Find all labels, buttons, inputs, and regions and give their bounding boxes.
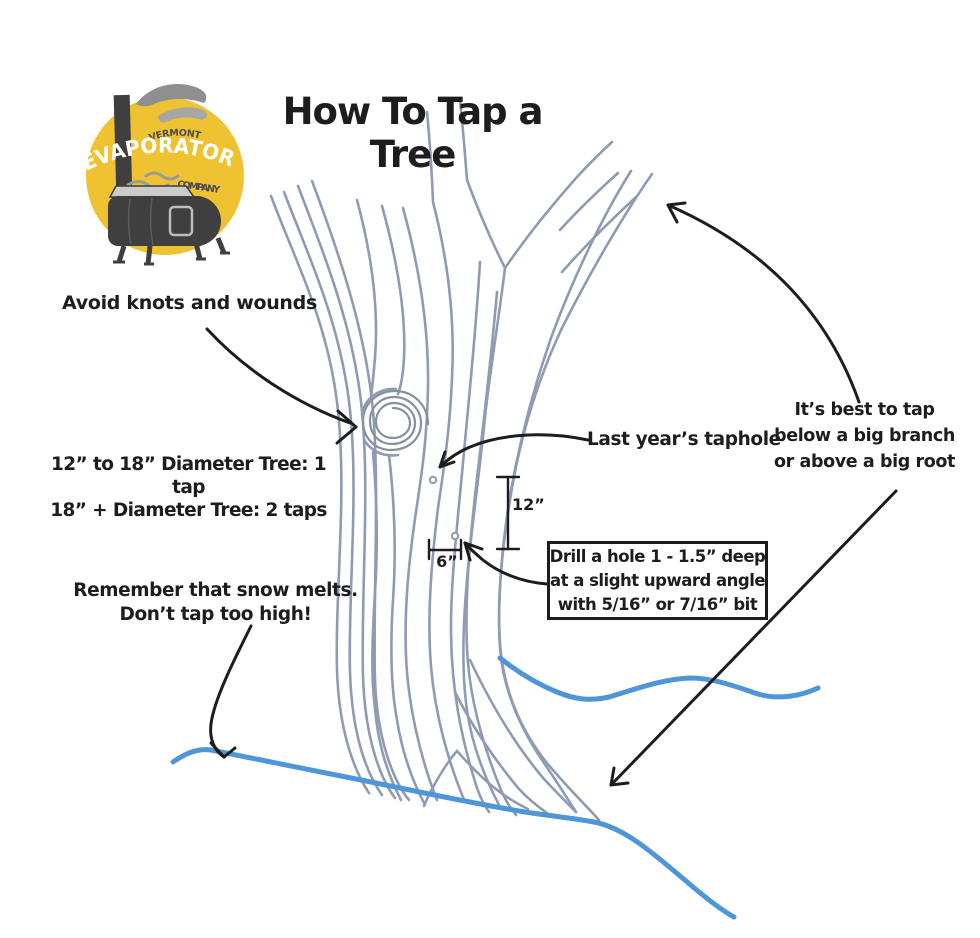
new-taphole-dot [450, 531, 460, 541]
best-spot-line-3: or above a big root [774, 452, 955, 472]
measure-6in-bracket [427, 538, 463, 561]
evaporator-stove-icon [108, 185, 230, 266]
arrow-last-taphole [438, 433, 590, 469]
arrow-best-branch [666, 201, 861, 404]
knot-icon [360, 387, 430, 457]
smoke-icon [136, 84, 208, 123]
annotation-snow-melts: Remember that snow melts. Don’t tap too … [63, 579, 368, 627]
drill-line-3: with 5/16” or 7/16” bit [557, 594, 758, 614]
vermont-evaporator-logo: VERMONT EVAPORATOR COMPANY [78, 84, 244, 266]
annotation-last-taphole: Last year’s taphole [587, 429, 781, 450]
diameter-line-1: 12” to 18” Diameter Tree: 1 tap [51, 454, 327, 498]
best-spot-line-1: It’s best to tap [794, 400, 935, 420]
diameter-line-2: 18” + Diameter Tree: 2 taps [50, 500, 327, 521]
arrow-best-root [609, 489, 898, 787]
annotation-best-spot: It’s best to tap below a big branch or a… [742, 397, 980, 475]
annotation-avoid-knots: Avoid knots and wounds [62, 292, 317, 314]
arrow-snow-melts [209, 624, 253, 759]
measure-12in-bracket [495, 475, 521, 551]
measurement-label-12in: 12” [512, 495, 545, 514]
chimney-icon [113, 94, 133, 198]
drill-instructions-box: Drill a hole 1 - 1.5” deep at a slight u… [547, 541, 768, 620]
last-year-taphole-dot [428, 475, 438, 485]
snow-ground-line [170, 655, 821, 920]
snow-line-1: Remember that snow melts. [73, 580, 358, 601]
drill-line-2: at a slight upward angle [549, 570, 766, 590]
drill-line-1: Drill a hole 1 - 1.5” deep [549, 546, 766, 566]
arrow-avoid-knots [205, 327, 358, 445]
best-spot-line-2: below a big branch [774, 426, 955, 446]
page-title: How To Tap a Tree [282, 90, 544, 176]
snow-line-2: Don’t tap too high! [119, 604, 312, 625]
annotation-diameter-rule: 12” to 18” Diameter Tree: 1 tap 18” + Di… [36, 453, 341, 522]
measurement-label-6in: 6” [436, 552, 458, 571]
arrow-drill-box [463, 541, 549, 586]
